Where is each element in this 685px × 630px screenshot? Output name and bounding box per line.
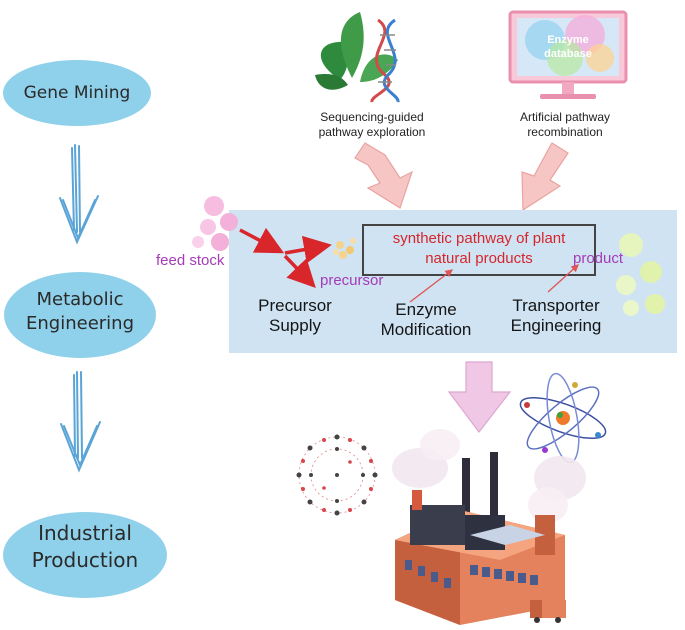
down-arrow-1 (59, 144, 99, 245)
precursor-supply-line2: Supply (269, 316, 321, 336)
down-arrow-2 (60, 371, 101, 473)
sequencing-caption: Sequencing-guided pathway exploration (292, 110, 452, 140)
artificial-caption-line1: Artificial pathway (519, 110, 611, 124)
monitor-label-line1: Enzyme (547, 34, 589, 46)
synthetic-pathway-box (362, 224, 596, 276)
transporter-pointer-arrow (547, 264, 579, 293)
precursor-supply-label: Precursor Supply (245, 296, 345, 337)
feed-stock-arrows (239, 227, 332, 289)
precursor-bubbles (333, 238, 356, 259)
feed-stock-label: feed stock (156, 252, 225, 269)
feed-stock-bubbles (192, 196, 238, 251)
metabolic-engineering-label: Metabolic Engineering (10, 288, 150, 337)
transporter-engineering-label: Transporter Engineering (494, 296, 618, 337)
synthetic-pathway-label: synthetic pathway of plant natural produ… (366, 229, 592, 268)
product-bubbles (616, 233, 665, 316)
industrial-label-line2: Production (31, 548, 139, 572)
molecule-cluster-icon (296, 434, 378, 516)
metabolic-label-line2: Engineering (26, 313, 134, 335)
transporter-engineering-line1: Transporter (512, 296, 600, 315)
enzyme-pointer-arrow (409, 269, 454, 303)
atom-icon (519, 372, 607, 464)
artificial-caption: Artificial pathway recombination (490, 110, 640, 140)
sequencing-caption-line2: pathway exploration (318, 125, 426, 139)
product-label: product (573, 250, 624, 267)
precursor-label: precursor (320, 272, 384, 289)
pink-arrow-down (447, 361, 512, 433)
synthetic-pathway-line1: synthetic pathway of plant (392, 230, 566, 247)
monitor-label-line2: database (544, 48, 592, 61)
gene-mining-label: Gene Mining (23, 83, 131, 103)
enzyme-modification-line2: Modification (380, 320, 472, 340)
enzyme-modification-label: Enzyme Modification (366, 300, 486, 341)
industrial-label-line1: Industrial (38, 521, 132, 545)
pink-arrow-right (521, 142, 569, 212)
pink-arrow-left (354, 142, 414, 209)
industrial-production-oval (3, 512, 167, 598)
monitor-label: Enzyme database (530, 33, 606, 62)
gene-mining-oval (3, 60, 151, 126)
transporter-engineering-line2: Engineering (510, 316, 602, 336)
industrial-production-label: Industrial Production (12, 520, 158, 574)
plant-dna-icon (315, 12, 400, 103)
sequencing-caption-line1: Sequencing-guided (320, 110, 424, 124)
synthetic-pathway-line2: natural products (425, 249, 533, 267)
enzyme-database-monitor-icon (508, 10, 628, 99)
metabolic-label-line1: Metabolic (36, 289, 124, 310)
factory-icon (392, 429, 586, 625)
metabolic-engineering-oval (4, 272, 156, 358)
enzyme-modification-line1: Enzyme (395, 300, 457, 319)
precursor-supply-line1: Precursor (258, 296, 332, 315)
artificial-caption-line2: recombination (527, 125, 603, 139)
